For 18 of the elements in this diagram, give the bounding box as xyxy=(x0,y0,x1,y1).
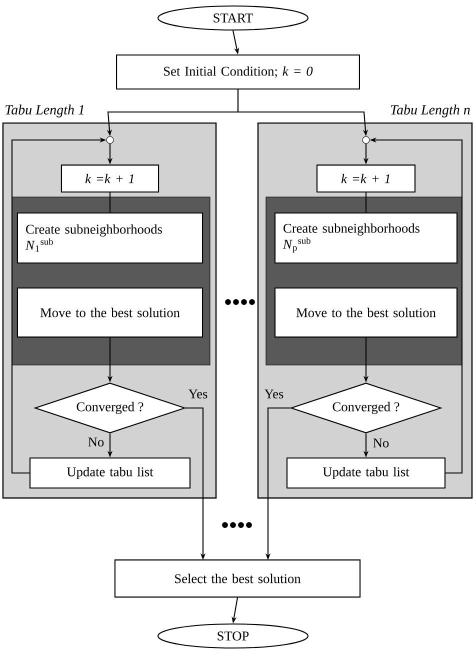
process-box: Create subneighborhoods N$_{1}$sub xyxy=(16,212,204,264)
process-box: k =k + 1 xyxy=(316,164,416,192)
panel-heading: Tabu Length n xyxy=(390,104,470,118)
edge-label: Yes xyxy=(262,388,286,400)
panel-heading: Tabu Length 1 xyxy=(6,104,84,118)
process-box: Set Initial Condition; k = 0 xyxy=(116,54,360,90)
edge-label: Yes xyxy=(186,388,210,400)
process-box: Update tabu list xyxy=(286,457,446,489)
edge-label: No xyxy=(86,436,106,448)
process-box: Create subneighborhoods N$_{p}$sub xyxy=(274,212,458,264)
junction-circle xyxy=(362,136,370,144)
junction-circle xyxy=(106,136,114,144)
process-box: Select the best solution xyxy=(114,559,361,598)
process-box: k =k + 1 xyxy=(60,164,160,192)
process-box: Move to the best solution xyxy=(16,287,204,338)
process-box: Update tabu list xyxy=(29,457,191,489)
edge-label: No xyxy=(372,437,390,449)
process-box: Move to the best solution xyxy=(274,287,458,338)
